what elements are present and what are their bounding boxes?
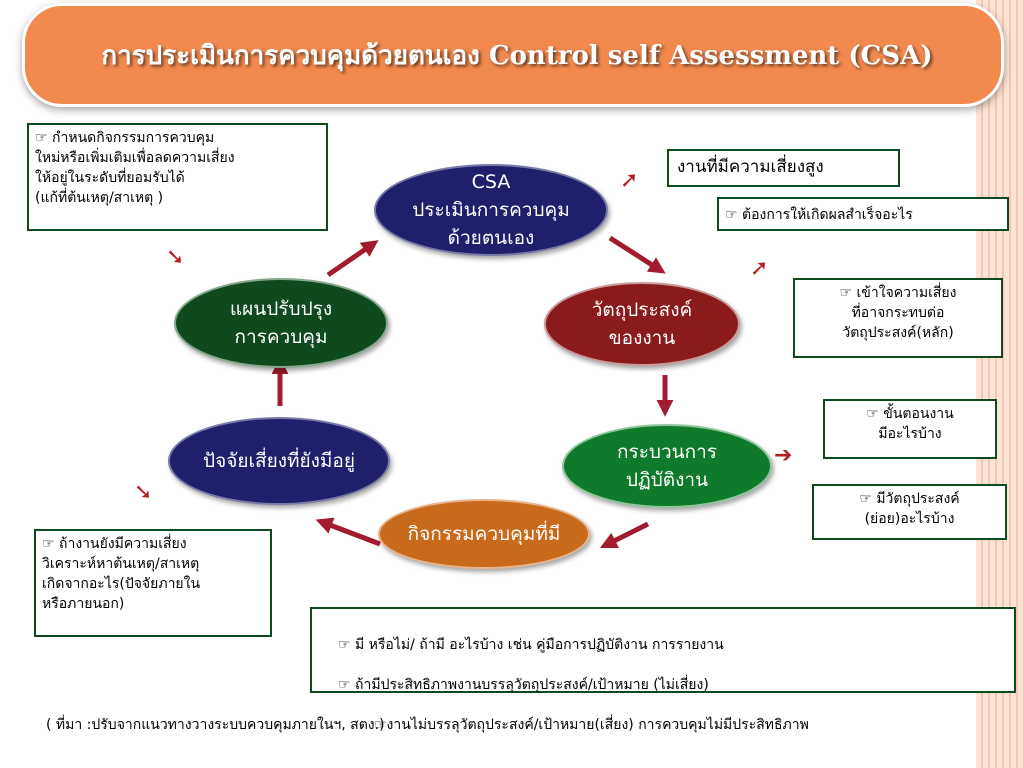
cycle-node-activities-label: กิจกรรมควบคุมที่มี [407,523,561,545]
note-new-control-activities: ☞ กำหนดกิจกรรมการควบคุม ใหม่หรือเพิ่มเติ… [27,123,328,231]
note-existing-controls: ☞ มี หรือไม่/ ถ้ามี อะไรบ้าง เช่น คู่มือ… [310,607,1016,733]
cycle-node-plan: แผนปรับปรุง การควบคุม [174,278,388,368]
cycle-node-plan-label: แผนปรับปรุง การควบคุม [229,298,333,348]
cycle-node-objective-label: วัตถุประสงค์ ของงาน [591,299,693,349]
cycle-node-activities: กิจกรรมควบคุมที่มี [378,499,590,569]
cycle-node-process-label: กระบวนการ ปฏิบัติงาน [616,441,717,491]
note-work-steps: ☞ ขั้นตอนงาน มีอะไรบ้าง [823,399,997,459]
cycle-node-process: กระบวนการ ปฏิบัติงาน [562,424,772,508]
source-citation: ( ที่มา :ปรับจากแนวทางวางระบบควบคุมภายใน… [46,717,385,733]
dark-red-arrow-icon: ➘ [166,245,185,270]
page-title: การประเมินการควบคุมด้วยตนเอง Control sel… [101,41,933,71]
arrow-csa-to-objective [608,235,666,274]
title-banner: การประเมินการควบคุมด้วยตนเอง Control sel… [22,3,1004,107]
cycle-node-risk-label: ปัจจัยเสี่ยงที่ยังมีอยู่ [203,450,355,472]
cycle-node-csa-label: CSA ประเมินการควบคุม ด้วยตนเอง [412,171,570,249]
cycle-node-objective: วัตถุประสงค์ ของงาน [544,282,740,366]
note-existing-controls-line-2: ☞ ถ้ามีประสิทธิภาพงานบรรลุวัตถุประสงค์/เ… [338,677,709,693]
cycle-node-risk: ปัจจัยเสี่ยงที่ยังมีอยู่ [168,417,390,505]
dark-red-arrow-icon: ➘ [134,480,153,505]
dark-red-arrow-icon: ➚ [620,168,639,193]
note-existing-controls-line-3: ☞งานไม่บรรลุวัตถุประสงค์/เป้าหมาย(เสี่ยง… [374,717,809,733]
note-high-risk-work: งานที่มีความเสี่ยงสูง [667,149,900,187]
note-desired-result: ☞ ต้องการให้เกิดผลสำเร็จอะไร [717,197,1009,231]
arrow-activities-to-risk [315,517,381,547]
cycle-node-csa: CSA ประเมินการควบคุม ด้วยตนเอง [374,164,608,256]
arrow-process-to-activities [599,521,650,549]
dark-red-arrow-icon: ➔ [774,443,793,468]
note-understand-risk: ☞ เข้าใจความเสี่ยง ที่อาจกระทบต่อ วัตถุป… [793,278,1003,358]
note-existing-controls-line-1: ☞ มี หรือไม่/ ถ้ามี อะไรบ้าง เช่น คู่มือ… [338,637,724,653]
note-sub-objectives: ☞ มีวัตถุประสงค์ (ย่อย)อะไรบ้าง [812,484,1007,540]
arrow-plan-to-csa [326,240,379,278]
note-risk-cause-analysis: ☞ ถ้างานยังมีความเสี่ยง วิเคราะห์หาต้นเห… [34,529,272,637]
dark-red-arrow-icon: ➚ [750,256,769,281]
